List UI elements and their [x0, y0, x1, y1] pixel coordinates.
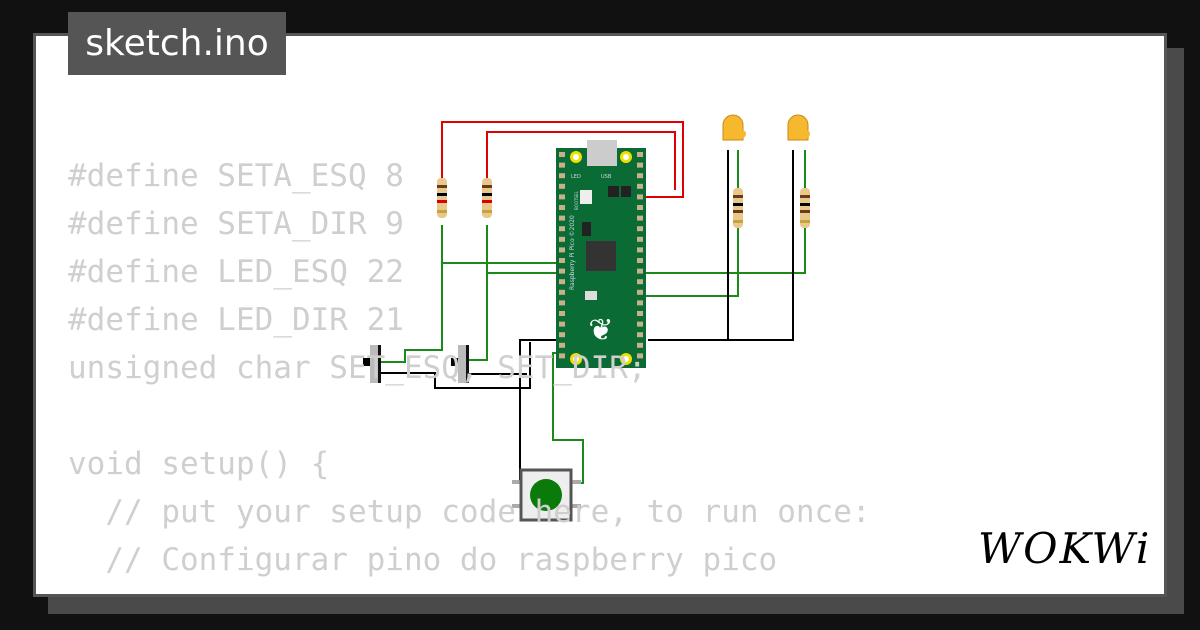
board-pin — [559, 289, 565, 295]
wokwi-logo: WOKWi — [978, 524, 1152, 573]
resistor — [482, 178, 492, 218]
code-line: // Configurar pino do raspberry pico — [68, 542, 778, 578]
board-pin — [559, 268, 565, 274]
board-pin — [637, 247, 643, 253]
raspberry-logo-icon: ❦ — [588, 313, 613, 348]
resistor — [733, 188, 743, 228]
led-right — [787, 114, 810, 141]
code-line: #define LED_ESQ 22 — [68, 254, 404, 290]
board-pin — [637, 332, 643, 338]
board-pin — [637, 183, 643, 189]
board-pins — [559, 152, 643, 359]
board-pin — [637, 152, 643, 157]
code-line: pinMode(LED_ESQ, OUTPUT); — [68, 584, 871, 594]
pushbutton[interactable] — [512, 468, 581, 522]
board-pin — [637, 268, 643, 274]
board-pin — [559, 236, 565, 242]
code-line: unsigned char SET_ESQ, SET_DIR; — [68, 350, 647, 386]
board-pin — [637, 205, 643, 210]
code-line: // put your setup code here, to run once… — [68, 494, 871, 530]
code-line: #define SETA_ESQ 8 — [68, 158, 404, 194]
led-left — [722, 114, 746, 141]
board-pin — [637, 226, 643, 232]
file-tab[interactable]: sketch.ino — [68, 12, 286, 75]
board-pin — [559, 342, 565, 348]
board-label: Raspberry Pi Pico ©2020 — [569, 215, 576, 290]
bootsel-label: BOOTSEL — [574, 191, 579, 210]
code-line: #define LED_DIR 21 — [68, 302, 404, 338]
slide-switch[interactable] — [451, 345, 469, 383]
red-wires — [441, 121, 684, 198]
board-pin — [637, 311, 643, 316]
board-pin — [637, 279, 643, 285]
board-pin — [559, 226, 565, 232]
code-line: #define SETA_DIR 9 — [68, 206, 404, 242]
code-line: void setup() { — [68, 446, 330, 482]
board-pin — [637, 236, 643, 242]
board-pin — [559, 205, 565, 210]
board-pin — [559, 173, 565, 179]
board-pin — [637, 289, 643, 295]
board-pin — [559, 311, 565, 316]
board-pin — [559, 321, 565, 327]
resistor — [437, 178, 447, 218]
board-pin — [559, 258, 565, 263]
board-pin — [637, 173, 643, 179]
board-pin — [559, 300, 565, 306]
board-pin — [637, 258, 643, 263]
resistor — [800, 188, 810, 228]
board-pin — [637, 321, 643, 327]
board-pin — [637, 353, 643, 359]
board-pin — [637, 162, 643, 168]
board-pin — [559, 247, 565, 253]
raspberry-pi-pico: ❦ Raspberry Pi Pico ©2020 BOOTSEL USB LE… — [556, 140, 646, 368]
board-pin — [559, 152, 565, 157]
board-pin — [637, 215, 643, 221]
board-pin — [559, 332, 565, 338]
led-label: LED — [571, 174, 581, 180]
code-line: ​ — [68, 392, 871, 440]
board-pin — [559, 353, 565, 359]
resistors — [437, 178, 810, 228]
black-wires — [380, 150, 794, 484]
usb-label: USB — [601, 174, 612, 180]
board-pin — [559, 279, 565, 285]
board-pin — [637, 300, 643, 306]
code-editor: #define SETA_ESQ 8 #define SETA_DIR 9 #def… — [68, 152, 871, 594]
slide-switch[interactable] — [363, 345, 381, 383]
board-pin — [559, 215, 565, 221]
board-pin — [559, 162, 565, 168]
board-pin — [559, 183, 565, 189]
board-pin — [559, 194, 565, 200]
board-pin — [637, 342, 643, 348]
board-pin — [637, 194, 643, 200]
